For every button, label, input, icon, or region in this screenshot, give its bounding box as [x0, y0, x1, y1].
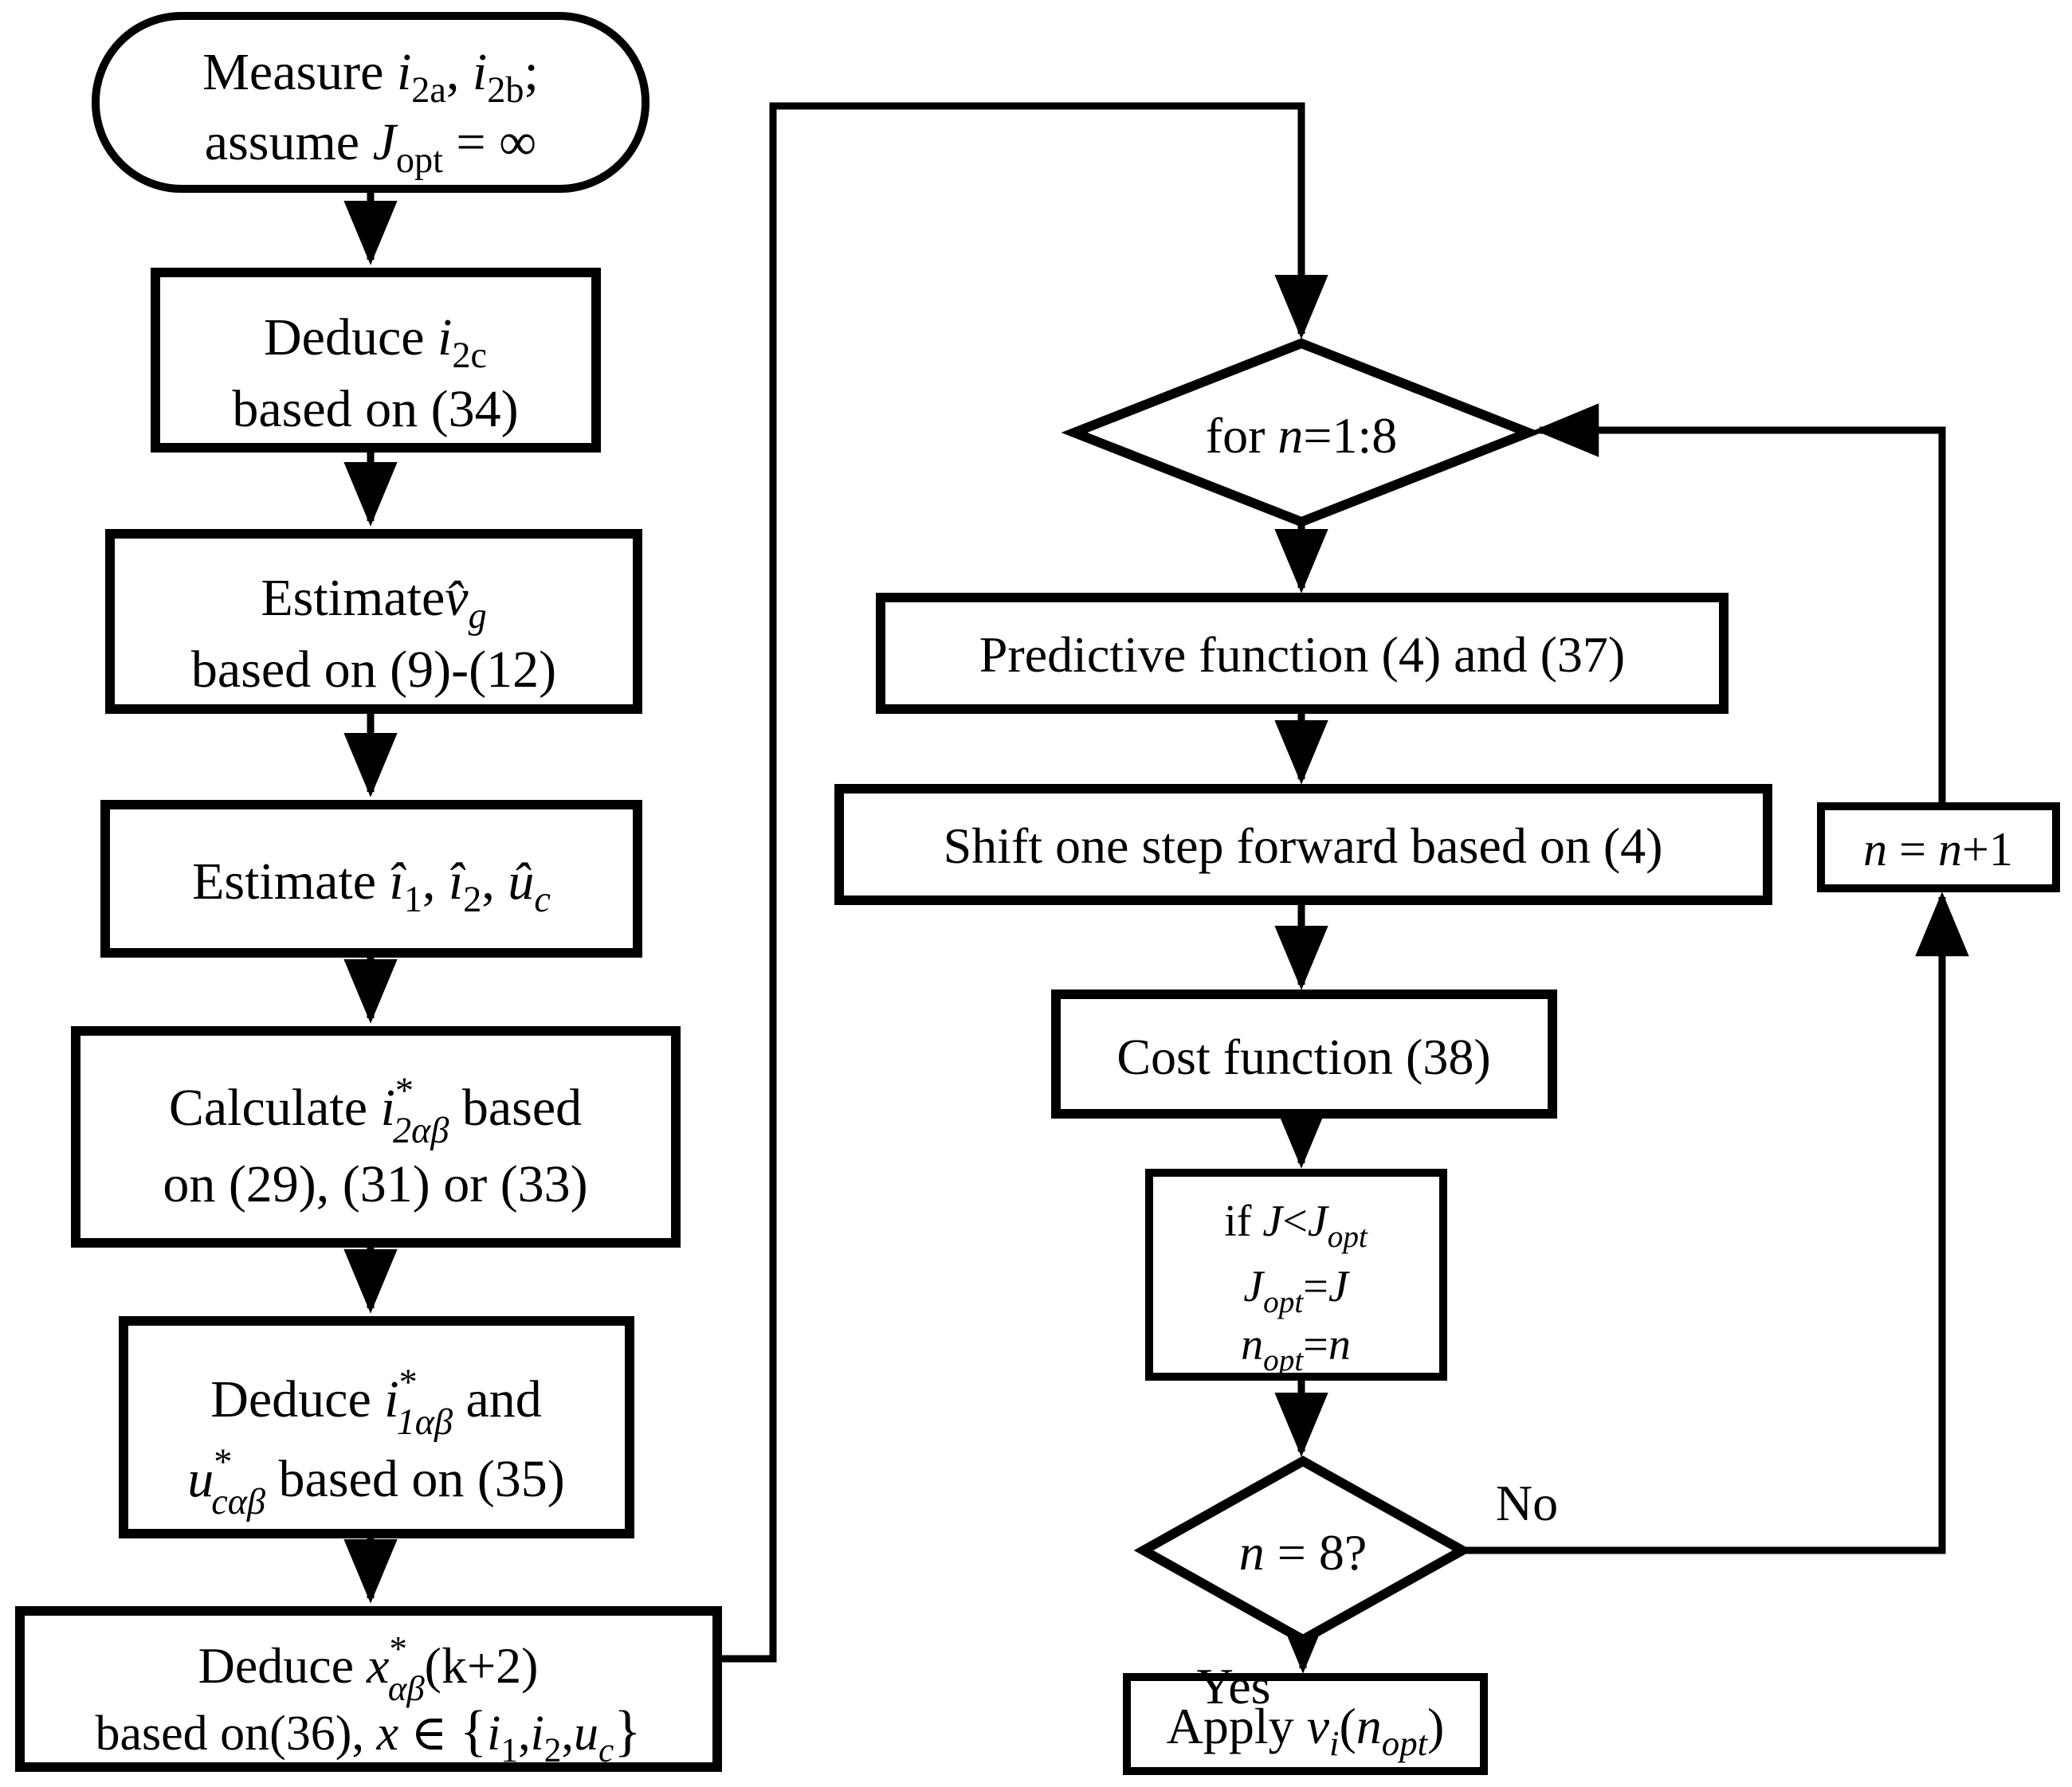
process-deduce-i2c	[151, 268, 601, 453]
process-apply-vector	[1123, 1673, 1488, 1775]
process-increment-n	[1817, 802, 2060, 892]
estimate-vg-line2: based on (9)-(12)	[191, 641, 556, 699]
edge-n8-no-to-increment	[1462, 892, 1969, 1554]
edge-increment-to-for-loop	[1534, 403, 1946, 806]
process-cost-function	[1051, 990, 1557, 1119]
no-label: No	[1496, 1475, 1558, 1531]
n8-text: n = 8?	[1239, 1524, 1368, 1581]
process-estimate-i1i2uc	[100, 800, 642, 958]
predictive-text: Predictive function (4) and (37)	[979, 626, 1625, 683]
deduce-i2c-line1: Deduce i2c	[264, 308, 487, 375]
update-opt-line1: if J<Jopt	[1224, 1197, 1368, 1254]
shift-text: Shift one step forward based on (4)	[944, 817, 1663, 874]
start-text-line1: Measure i2a, i2b;	[202, 43, 539, 110]
process-predictive-function	[876, 593, 1729, 714]
deduce-xab-line2: based on(36), x ∈ {i1,i2,uc}	[95, 1699, 641, 1769]
process-calc-i2ab	[71, 1026, 681, 1248]
decision-for-loop	[1061, 338, 1542, 527]
estimate-i1i2uc-line1: Estimate î1, î2, ûc	[192, 852, 551, 919]
estimate-vg-line1: Estimatev̂g	[261, 569, 486, 636]
calc-i2ab-line2: on (29), (31) or (33)	[163, 1155, 587, 1213]
deduce-i2c-line2: based on (34)	[232, 380, 518, 438]
update-opt-line2: Jopt=J	[1243, 1262, 1351, 1319]
increment-text: n = n+1	[1863, 823, 2013, 876]
process-deduce-xab	[15, 1606, 722, 1772]
process-deduce-i1ab-ucab	[119, 1316, 634, 1538]
start-text-line2: assume Jopt = ∞	[205, 113, 536, 180]
process-update-opt	[1145, 1169, 1447, 1381]
cost-text: Cost function (38)	[1116, 1029, 1490, 1085]
deduce-i1ab-line2: u*cαβ based on (35)	[187, 1441, 565, 1522]
process-shift-forward	[834, 784, 1772, 905]
deduce-xab-line1: Deduce x*αβ(k+2)	[198, 1628, 539, 1708]
update-opt-line3: nopt=n	[1241, 1320, 1351, 1377]
edge-deduce-xab-to-for-loop	[717, 102, 1328, 1663]
calc-i2ab-line1: Calculate i*2αβ based	[169, 1070, 582, 1150]
start-terminator	[92, 12, 649, 193]
deduce-i1ab-line1: Deduce i*1αβ and	[210, 1362, 542, 1442]
for-loop-text: for n=1:8	[1206, 407, 1398, 464]
apply-text: Apply vi(nopt)	[1167, 1698, 1445, 1763]
process-estimate-vg	[105, 529, 642, 714]
decision-n-equals-8	[1133, 1456, 1473, 1645]
yes-label: Yes	[1196, 1658, 1270, 1715]
